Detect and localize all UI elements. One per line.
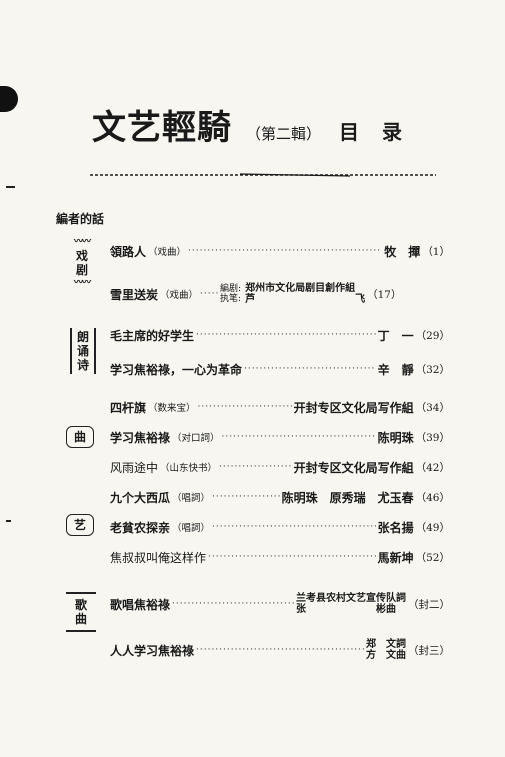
toc-entry[interactable]: 焦叔叔叫俺这样作 馬新坤 （52） — [110, 548, 450, 566]
contents-heading: 目 录 — [339, 120, 410, 144]
page-number: （29） — [415, 329, 450, 342]
page-number: （39） — [415, 431, 450, 444]
leader-dots — [222, 432, 376, 442]
spine-label-mark — [0, 86, 18, 112]
toc-entry[interactable]: 四杆旗 （数来宝） 开封专区文化局写作組 （34） — [110, 398, 450, 416]
leader-dots — [198, 402, 292, 412]
wave-ornament: 〰〰 — [73, 237, 91, 247]
wave-ornament: 〰〰 — [73, 278, 91, 288]
publication-title: 文艺輕騎 — [92, 108, 232, 148]
page-number: （49） — [415, 521, 450, 534]
volume-label: （第二輯） — [246, 125, 322, 143]
toc-entry[interactable]: 学习焦裕祿，一心为革命 辛 靜 （32） — [110, 360, 450, 378]
page-number: （46） — [415, 491, 450, 504]
page-number: （32） — [415, 363, 450, 376]
page-number: （52） — [415, 551, 450, 564]
page-number: （17） — [367, 288, 402, 301]
toc-entry[interactable]: 毛主席的好学生 丁 一 （29） — [110, 326, 450, 344]
leader-dots — [212, 522, 376, 532]
leader-dots — [196, 645, 364, 655]
leader-dots — [244, 364, 376, 374]
editor-note-link[interactable]: 編者的話 — [56, 212, 105, 226]
toc-entry[interactable]: 歌唱焦裕祿 兰考县农村文艺宣传队詞 张 彬曲 （封二） — [110, 592, 450, 616]
toc-entry[interactable]: 九个大西瓜 （唱詞） 陈明珠 原秀瑞 尤玉春 （46） — [110, 488, 450, 506]
leader-dots — [208, 552, 376, 562]
toc-entry[interactable]: 雪里送炭 （戏曲） 編剧: 执笔: 郑州市文化局剧目創作組 芦 飞 （17） — [110, 282, 450, 306]
leader-dots — [172, 599, 294, 609]
toc-entry[interactable]: 人人学习焦裕祿 郑 文詞 方 文曲 （封三） — [110, 638, 450, 662]
toc-entry[interactable]: 領路人 （戏曲） 牧 撣 （1） — [110, 242, 450, 260]
section-label-qu: 曲 — [66, 426, 94, 448]
leader-dots — [200, 289, 218, 299]
page-number: （封三） — [408, 644, 450, 657]
leader-dots — [212, 492, 280, 502]
page-number: （1） — [422, 245, 450, 258]
leader-dots — [196, 330, 376, 340]
page-number: （封二） — [408, 598, 450, 611]
leader-dots — [188, 246, 382, 256]
toc-entry[interactable]: 风雨途中 （山东快书） 开封专区文化局写作組 （42） — [110, 458, 450, 476]
page-number: （34） — [415, 401, 450, 414]
toc-entry[interactable]: 老貧农探亲 （唱詞） 张名揚 （49） — [110, 518, 450, 536]
section-label-yi: 艺 — [66, 514, 94, 536]
page-header: 文艺輕騎 （第二輯） 目 录 — [92, 100, 432, 150]
toc-entry[interactable]: 学习焦裕祿 （对口詞） 陈明珠 （39） — [110, 428, 450, 446]
margin-tick — [6, 520, 11, 522]
margin-tick — [6, 186, 15, 188]
decorative-rule — [90, 173, 436, 177]
section-label-recitation: 朗诵诗 — [70, 328, 96, 374]
section-label-songs: 歌曲 — [66, 592, 96, 632]
page-number: （42） — [415, 461, 450, 474]
leader-dots — [219, 462, 292, 472]
section-label-drama: 〰〰 戏剧 〰〰 — [66, 238, 98, 288]
